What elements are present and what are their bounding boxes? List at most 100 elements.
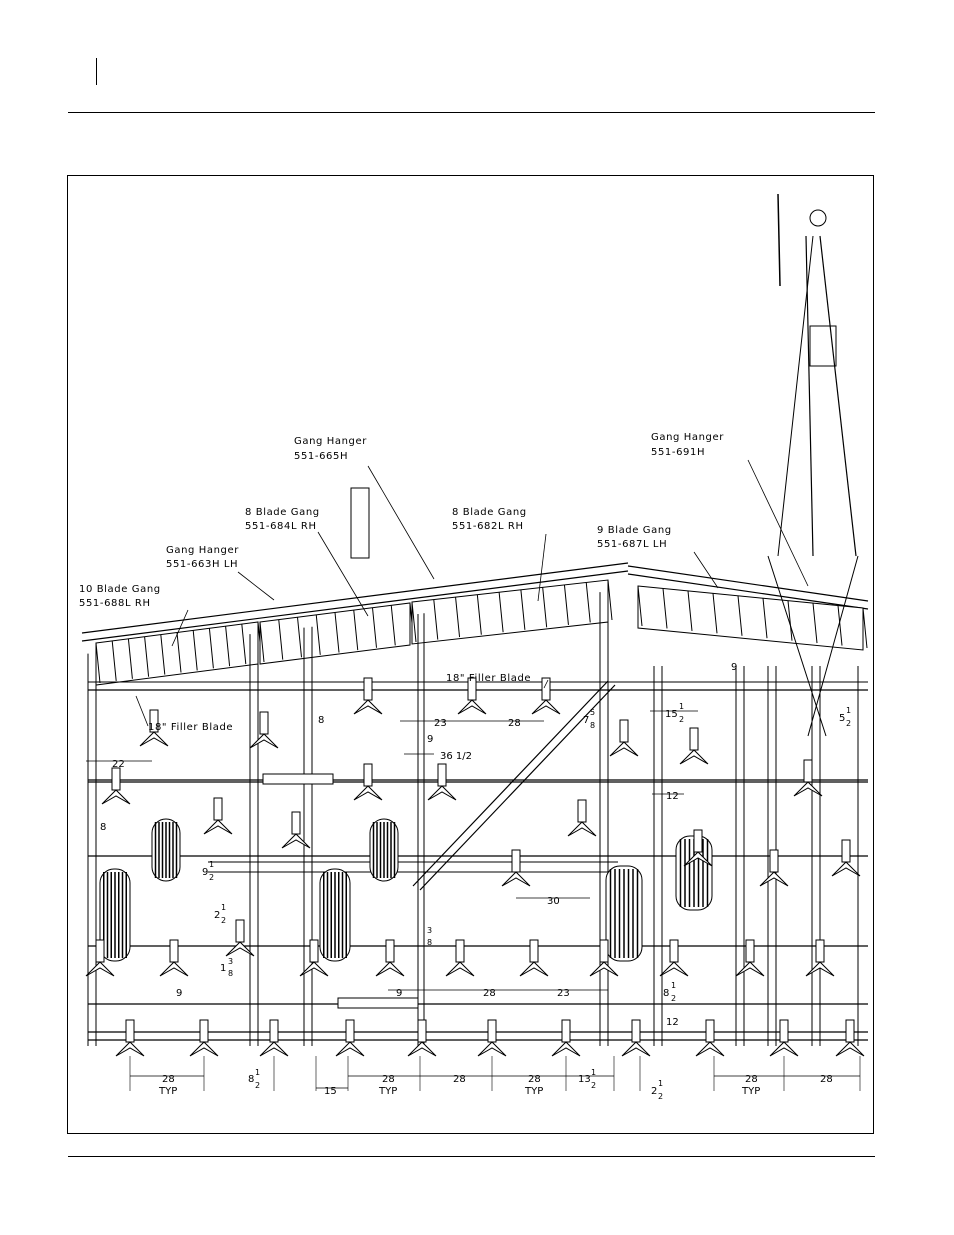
sweep-rear-7-shank (631, 1019, 641, 1043)
sweep-front-4-point (531, 699, 561, 715)
sweep-front-7 (793, 759, 823, 797)
page-corner-tick (96, 58, 97, 85)
sweep-mid-1-shank (169, 939, 179, 963)
sweep-center-8 (759, 849, 789, 887)
sweep-front-1-point (249, 733, 279, 749)
gang-9-blade-blade (712, 593, 718, 634)
sweep-rear-9 (769, 1019, 799, 1057)
dim-8-right: 8 (663, 988, 669, 999)
sweep-mid-8-point (659, 961, 689, 977)
gang-10-blade-blade (208, 628, 214, 669)
dim-12-lower: 12 (666, 1017, 679, 1028)
sweep-center-0 (101, 767, 131, 805)
sweep-rear-0-shank (125, 1019, 135, 1043)
sweep-mid-8 (659, 939, 689, 977)
sweep-center-9-point (831, 861, 861, 877)
footer-rule (68, 1156, 875, 1157)
gang-10-blade-body (95, 621, 259, 686)
dimension-lines (86, 710, 861, 1091)
dim-23-upper: 23 (434, 718, 447, 729)
sweep-rear-9-point (769, 1041, 799, 1057)
diagonal-brace-a (412, 680, 609, 887)
sweep-rear-7 (621, 1019, 651, 1057)
sweep-rear-9-shank (779, 1019, 789, 1043)
sweep-mid-6 (519, 939, 549, 977)
leader-4 (237, 571, 275, 601)
tire-2 (99, 868, 131, 962)
sweep-front-2 (353, 677, 383, 715)
hitch-tower-right (819, 235, 857, 557)
sweep-mid-4-point (375, 961, 405, 977)
leader-0 (367, 465, 435, 580)
sweep-mid-7-shank (599, 939, 609, 963)
bottom-dim-15: 15 (324, 1086, 337, 1097)
dim-5-den: 2 (846, 719, 851, 728)
leader-7 (543, 679, 549, 689)
leader-2 (317, 531, 369, 617)
sweep-mid-5-shank (455, 939, 465, 963)
gang-8-blade-right-blade (476, 594, 482, 635)
sweep-rear-0 (115, 1019, 145, 1057)
leader-3 (537, 533, 547, 602)
sweep-mid-9 (735, 939, 765, 977)
sweep-mid-3 (299, 939, 329, 977)
tire-6 (605, 865, 643, 962)
sweep-rear-10 (835, 1019, 865, 1057)
gang-9-blade-blade (787, 600, 793, 641)
sweep-mid-7-point (589, 961, 619, 977)
sweep-mid-4 (375, 939, 405, 977)
sweep-rear-3 (335, 1019, 365, 1057)
sweep-front-7-point (793, 781, 823, 797)
drawing-frame: Gang Hanger 551-665H Gang Hanger 551-691… (67, 175, 874, 1134)
callout-9-blade-gang-687-line2: 551-687L LH (597, 539, 667, 550)
gang-9-blade-blade (862, 607, 868, 649)
callout-gang-hanger-691-line2: 551-691H (651, 447, 705, 458)
sweep-front-0 (139, 709, 169, 747)
dim-15: 15 (665, 709, 678, 720)
sweep-rear-4-shank (417, 1019, 427, 1043)
callout-10-blade-gang-688-line1: 10 Blade Gang (79, 584, 161, 595)
dim-9-mid: 9 (202, 867, 208, 878)
dim-9-mid-den: 2 (209, 873, 214, 882)
sweep-rear-8 (695, 1019, 725, 1057)
gang-8-blade-left-blade (278, 619, 284, 660)
sweep-front-6-shank (689, 727, 699, 751)
sweep-center-4-point (427, 785, 457, 801)
sweep-mid-5-point (445, 961, 475, 977)
gang-8-blade-left-blade (353, 610, 359, 651)
sweep-center-7-point (683, 851, 713, 867)
sweep-mid-10 (805, 939, 835, 977)
sweep-mid-4-shank (385, 939, 395, 963)
gang-10-blade-blade (241, 624, 247, 665)
bottom-dim-8-num: 1 (255, 1068, 260, 1077)
sweep-rear-1 (189, 1019, 219, 1057)
dim-5-num: 1 (846, 706, 851, 715)
tire-4 (319, 868, 351, 962)
sweep-rear-6-point (551, 1041, 581, 1057)
bottom-dim-2-den: 2 (658, 1092, 663, 1101)
bottom-dim-28-d: 28 (528, 1074, 541, 1085)
dim-28-upper: 28 (508, 718, 521, 729)
dim-8-upper: 8 (318, 715, 324, 726)
dim-1-3-8: 1 (220, 963, 226, 974)
diagonal-brace-b (419, 684, 616, 891)
sweep-center-2-point (281, 833, 311, 849)
dim-1-3-8-num: 3 (228, 957, 233, 966)
dim-2-den: 2 (221, 916, 226, 925)
gang-10-blade-blade (160, 634, 166, 675)
bottom-dim-28-e: 28 (745, 1074, 758, 1085)
dim-12-upper: 12 (666, 791, 679, 802)
sweep-front-5-shank (619, 719, 629, 743)
sweep-center-6 (567, 799, 597, 837)
sweep-rear-2-point (259, 1041, 289, 1057)
sweep-center-6-shank (577, 799, 587, 823)
hitch-ring (809, 209, 827, 227)
gang-8-blade-left-blade (334, 612, 340, 653)
sweep-center-5 (501, 849, 531, 887)
gang-9-blade-blade (737, 595, 743, 636)
gang-9-blade-blade (812, 603, 818, 644)
sweep-center-4 (427, 763, 457, 801)
bottom-dim-13-num: 1 (591, 1068, 596, 1077)
sweep-center-8-point (759, 871, 789, 887)
gang-8-blade-right-blade (563, 584, 569, 625)
